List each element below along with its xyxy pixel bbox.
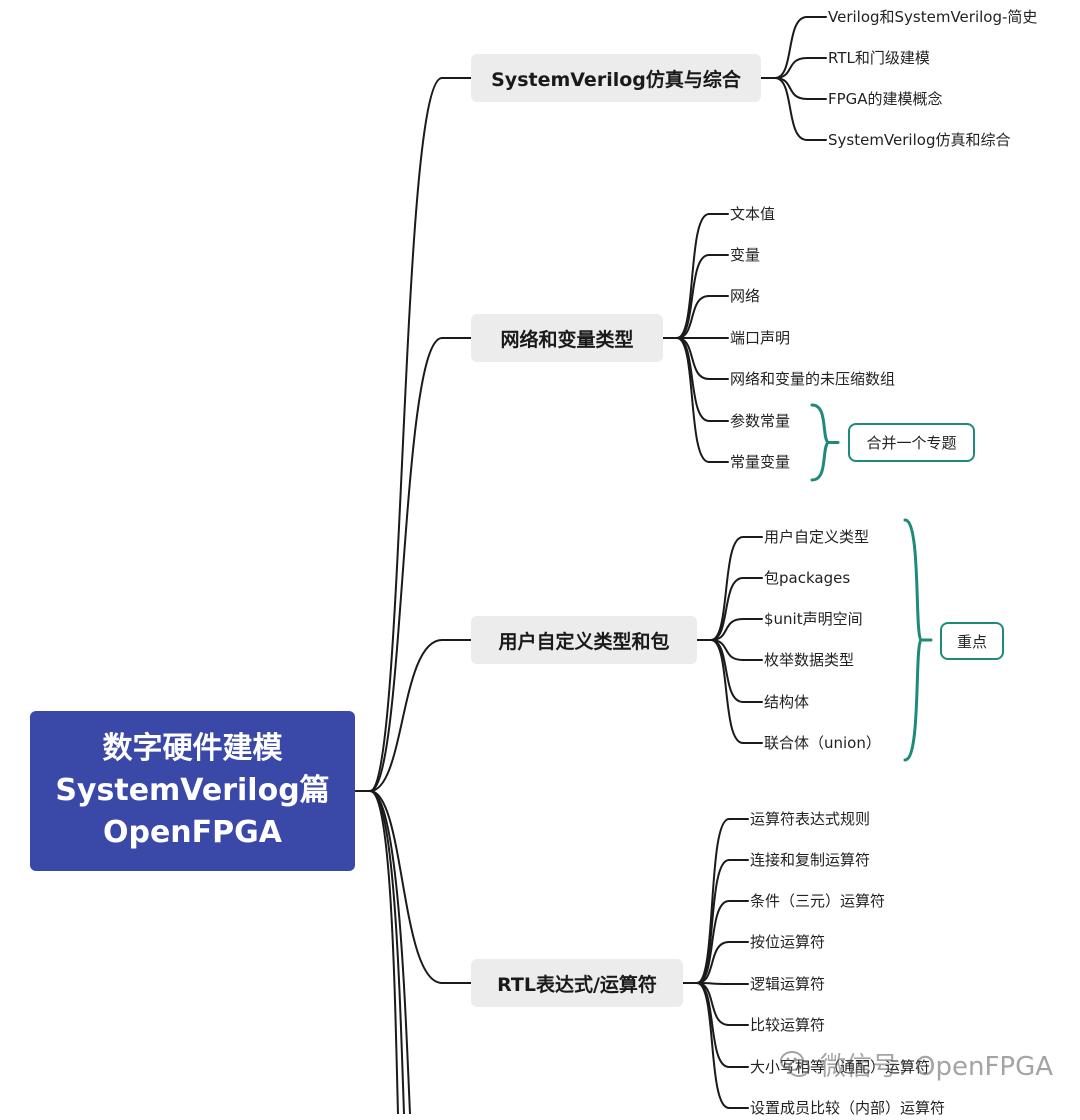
leaf-unions[interactable]: 联合体（union）	[764, 734, 881, 752]
root-title: 数字硬件建模 SystemVerilog篇 OpenFPGA	[55, 731, 330, 850]
branch-rtl-operators[interactable]: RTL表达式/运算符	[471, 959, 683, 1007]
callout-label: 重点	[956, 632, 987, 651]
leaf-enum-types[interactable]: 枚举数据类型	[764, 651, 855, 669]
edge-offscreen-a	[369, 790, 399, 1114]
edge-leaf-0-1	[774, 57, 827, 79]
leaf-nets[interactable]: 网络	[730, 287, 761, 305]
leaf-set-membership-operator[interactable]: 设置成员比较（内部）运算符	[750, 1099, 946, 1117]
leaf-verilog-history[interactable]: Verilog和SystemVerilog-简史	[828, 8, 1038, 26]
edge-leaf-1-1	[676, 254, 729, 339]
leaf-unit-scope[interactable]: $unit声明空间	[764, 610, 863, 628]
leaf-sv-sim-synthesis[interactable]: SystemVerilog仿真和综合	[828, 131, 1011, 149]
wechat-icon	[780, 1051, 810, 1077]
leaf-parameter-constants[interactable]: 参数常量	[730, 412, 791, 430]
edge-leaf-0-3	[774, 77, 827, 141]
edge-leaf-2-3	[710, 639, 763, 661]
edge-leaf-2-5	[710, 639, 763, 744]
edge-leaf-3-1	[696, 859, 749, 984]
edge-leaf-2-0	[710, 536, 763, 641]
leaf-case-equality-operators[interactable]: 大小写相等（通配）运算符	[750, 1058, 931, 1076]
branch-label: RTL表达式/运算符	[497, 973, 657, 996]
leaf-bitwise-operators[interactable]: 按位运算符	[750, 933, 826, 951]
edge-leaf-3-3	[696, 941, 749, 984]
edge-root-branch-0	[355, 77, 472, 792]
leaf-unpacked-arrays[interactable]: 网络和变量的未压缩数组	[730, 370, 896, 388]
edge-leaf-2-2	[710, 618, 763, 641]
leaf-const-variables[interactable]: 常量变量	[730, 453, 791, 471]
branch-label: 网络和变量类型	[500, 328, 634, 351]
leaf-comparison-operators[interactable]: 比较运算符	[750, 1016, 826, 1034]
leaf-port-declarations[interactable]: 端口声明	[730, 329, 791, 347]
root-node[interactable]: 数字硬件建模 SystemVerilog篇 OpenFPGA	[30, 711, 355, 871]
watermark-text: 微信号: OpenFPGA	[820, 1051, 1054, 1082]
branch-user-types-packages[interactable]: 用户自定义类型和包	[471, 616, 697, 664]
leaf-user-defined-types[interactable]: 用户自定义类型	[764, 528, 870, 546]
leaf-conditional-operator[interactable]: 条件（三元）运算符	[750, 892, 886, 910]
callout-merge-topic[interactable]: 合并一个专题	[848, 423, 975, 462]
branch-nets-variables[interactable]: 网络和变量类型	[471, 314, 663, 362]
watermark: 微信号: OpenFPGA	[778, 1044, 1053, 1084]
leaf-logical-operators[interactable]: 逻辑运算符	[750, 975, 826, 993]
leaf-rtl-gate-modeling[interactable]: RTL和门级建模	[828, 49, 930, 67]
edge-leaf-2-1	[710, 577, 763, 641]
leaf-structs[interactable]: 结构体	[764, 693, 810, 711]
leaf-operator-rules[interactable]: 运算符表达式规则	[750, 810, 871, 828]
edge-leaf-1-0	[676, 213, 729, 339]
leaf-concat-replicate[interactable]: 连接和复制运算符	[750, 851, 871, 869]
leaf-literals[interactable]: 文本值	[730, 205, 776, 223]
branch-systemverilog-simulation[interactable]: SystemVerilog仿真与综合	[471, 54, 761, 102]
brace-merge-topic	[810, 403, 831, 482]
callout-key-point[interactable]: 重点	[940, 622, 1004, 660]
leaf-packages[interactable]: 包packages	[764, 569, 851, 587]
edge-leaf-3-2	[696, 900, 749, 984]
brace-key-point	[903, 518, 924, 762]
edge-offscreen-c	[369, 790, 411, 1114]
edge-leaf-0-0	[774, 16, 827, 79]
edge-root-branch-2	[355, 639, 472, 792]
edge-root-branch-1	[355, 337, 472, 792]
edge-root-branch-3	[355, 790, 472, 984]
edge-leaf-1-6	[676, 337, 729, 463]
edge-leaf-1-2	[676, 295, 729, 339]
edge-leaf-0-2	[774, 77, 827, 100]
callout-label: 合并一个专题	[866, 434, 957, 452]
branch-label: 用户自定义类型和包	[498, 630, 670, 653]
leaf-variables[interactable]: 变量	[730, 246, 761, 264]
edge-leaf-3-7	[696, 982, 749, 1109]
branch-label: SystemVerilog仿真与综合	[491, 68, 741, 91]
edge-leaf-3-4	[696, 982, 749, 985]
edge-offscreen-b	[369, 790, 405, 1114]
leaf-fpga-modeling[interactable]: FPGA的建模概念	[828, 90, 943, 108]
